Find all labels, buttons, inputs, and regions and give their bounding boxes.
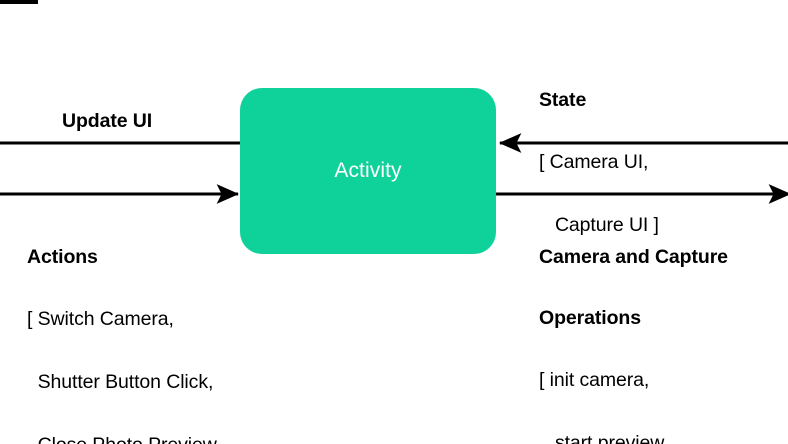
edge-label-update-ui: Update UI: [62, 110, 153, 132]
camera-operations-title-line-2: Operations: [539, 307, 641, 329]
crop-marker: [0, 0, 38, 4]
state-item: [ Camera UI,: [539, 151, 649, 173]
activity-node-label: Activity: [334, 159, 402, 182]
activity-node[interactable]: Activity: [240, 88, 496, 254]
state-title: State: [539, 89, 587, 111]
camera-operations-item: start preview,: [539, 432, 669, 444]
state-block: State [ Camera UI, Capture UI ]: [539, 52, 659, 275]
actions-item: [ Switch Camera,: [27, 308, 174, 330]
actions-item: Close Photo Preview,: [27, 432, 261, 444]
camera-operations-item: [ init camera,: [539, 369, 650, 391]
state-item: Capture UI ]: [539, 214, 659, 236]
actions-item: Shutter Button Click,: [27, 371, 214, 393]
camera-operations-title-line-1: Camera and Capture: [539, 246, 728, 268]
camera-operations-block: Camera and Capture Operations [ init cam…: [539, 209, 728, 444]
actions-block: Actions [ Switch Camera, Shutter Button …: [27, 209, 261, 444]
actions-title: Actions: [27, 246, 98, 268]
